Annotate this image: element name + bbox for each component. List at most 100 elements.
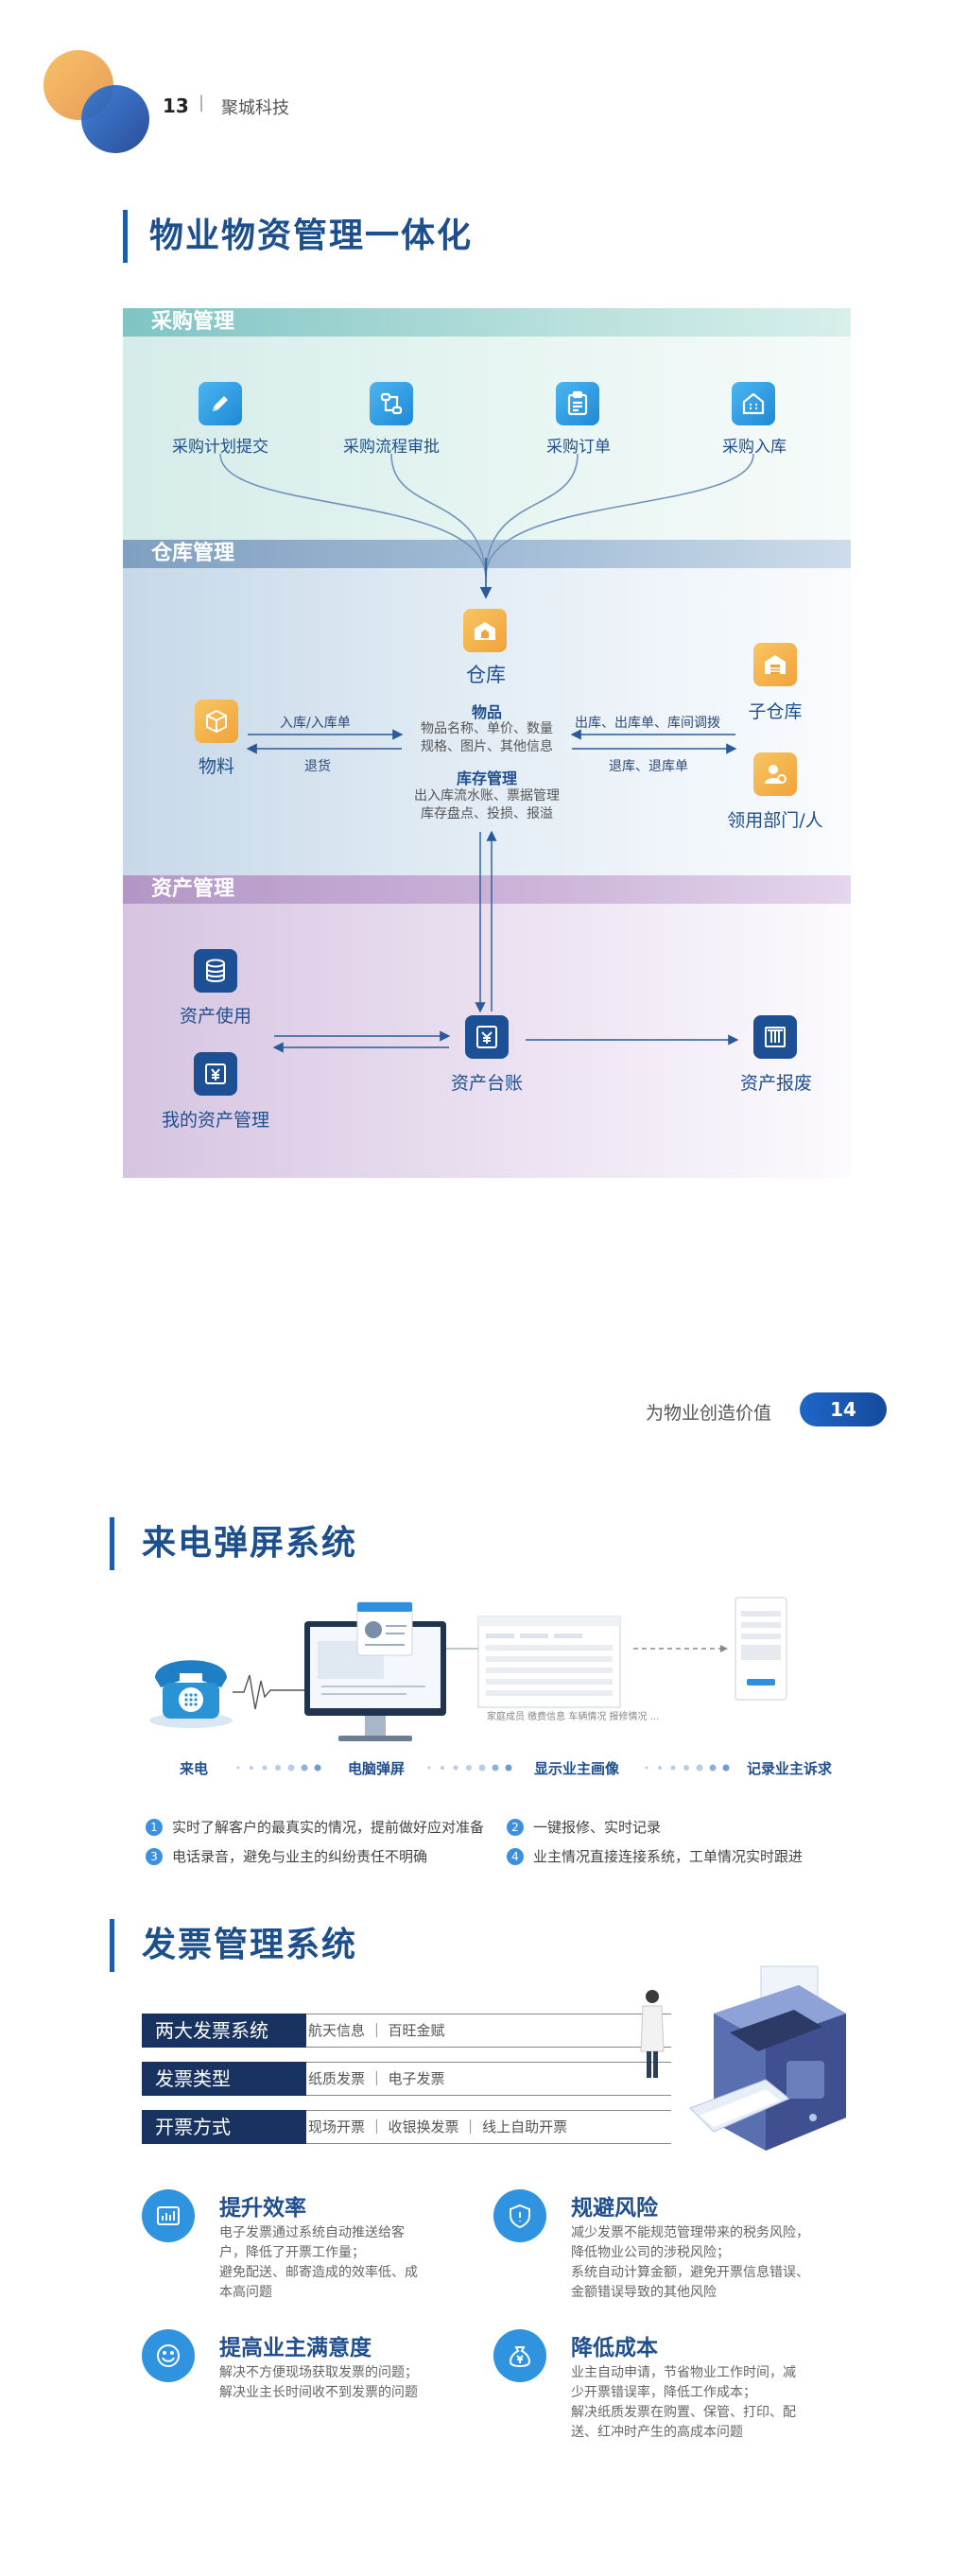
header-separator: |	[199, 93, 205, 112]
printer-icon	[689, 1965, 846, 2151]
yen-card-icon	[194, 1052, 237, 1096]
invoice-row-3	[142, 2110, 671, 2144]
node-purchase-stock-in: 采购入库	[722, 438, 786, 457]
bullet-number: 1	[146, 1818, 163, 1836]
stock-in-label: 入库/入库单	[280, 716, 351, 731]
desc-line: 本高问题	[219, 2285, 272, 2300]
desc-line: 送、红冲时产生的高成本问题	[571, 2425, 743, 2440]
item-desc-line1: 物品名称、单价、数量	[421, 721, 553, 736]
flow-icon	[370, 382, 413, 425]
asset-scrap-label: 资产报废	[739, 1073, 812, 1094]
bullet-text: 电话录音，避免与业主的纠纷责任不明确	[172, 1848, 428, 1865]
stock-mgmt-title: 库存管理	[456, 769, 517, 787]
brand-name: 聚城科技	[221, 98, 289, 118]
pencil-icon	[199, 382, 242, 425]
asset-use-label: 资产使用	[179, 1006, 251, 1027]
decor-circle-blue	[81, 85, 149, 153]
desc-line: 电子发票通过系统自动推送给客	[219, 2225, 405, 2240]
section-title-invoice: 发票管理系统	[142, 1926, 358, 1964]
invoice-row-2	[142, 2062, 671, 2096]
benefit-title-satisfaction: 提高业主满意度	[219, 2336, 372, 2360]
bullet-text: 一键报修、实时记录	[533, 1819, 662, 1836]
stock-out-label: 出库、出库单、库间调拨	[575, 716, 720, 731]
section-title-callpop: 来电弹屏系统	[142, 1524, 358, 1563]
desc-line: 解决不方便现场获取发票的问题；	[219, 2365, 418, 2380]
desc-line: 业主自动申请，节省物业工作时间，减	[571, 2365, 796, 2380]
record-request-form	[735, 1597, 787, 1701]
desc-line: 户，降低了开票工作量；	[219, 2245, 365, 2260]
ledger-icon	[465, 1015, 509, 1059]
diagram-connectors	[219, 453, 754, 1053]
item-desc-line2: 规格、图片、其他信息	[421, 739, 553, 754]
dept-person-label: 领用部门/人	[727, 810, 823, 831]
bullet-1: 1 实时了解客户的最真实的情况，提前做好应对准备	[146, 1817, 484, 1837]
invoice-row-1-label: 两大发票系统	[142, 2014, 306, 2048]
invoice-printer-illustration	[640, 1965, 846, 2151]
return-goods-label: 退货	[304, 759, 331, 774]
desc-line: 金额错误导致的其他风险	[571, 2285, 717, 2300]
desc-line: 解决纸质发票在购置、保管、打印、配	[571, 2405, 796, 2420]
title-accent-bar	[123, 210, 128, 263]
invoice-row-3-value: 现场开票 ｜ 收银换发票 ｜ 线上自助开票	[308, 2118, 568, 2135]
benefit-title-cost: 降低成本	[571, 2336, 658, 2360]
invoice-row-2-value: 纸质发票 ｜ 电子发票	[308, 2070, 445, 2087]
title-accent-bar-callpop	[110, 1517, 114, 1570]
page-number: 13	[163, 95, 189, 117]
sub-warehouse-label: 子仓库	[748, 701, 803, 722]
desc-line: 解决业主长时间收不到发票的问题	[219, 2385, 418, 2400]
callpop-illustration	[149, 1597, 787, 1741]
invoice-row-1-value: 航天信息 ｜ 百旺金赋	[308, 2022, 445, 2039]
smile-icon	[142, 2329, 195, 2382]
benefit-desc-risk: 减少发票不能规范管理带来的税务风险， 降低物业公司的涉税风险； 系统自动计算金额…	[571, 2223, 855, 2303]
database-icon	[194, 949, 237, 993]
title-accent-bar-invoice	[110, 1919, 114, 1972]
page-number-pill: 14	[800, 1392, 887, 1426]
flow-dots	[236, 1764, 730, 1772]
benefit-title-efficiency: 提升效率	[219, 2196, 306, 2221]
desc-line: 减少发票不能规范管理带来的税务风险，	[571, 2225, 809, 2240]
chart-icon	[142, 2189, 195, 2242]
my-asset-label: 我的资产管理	[161, 1110, 269, 1131]
bullet-text: 业主情况直接连接系统，工单情况实时跟进	[533, 1848, 804, 1865]
bullet-number: 2	[507, 1818, 524, 1836]
band-purchase: 采购管理	[123, 308, 851, 337]
material-label: 物料	[198, 756, 234, 777]
section-title-materials: 物业物资管理一体化	[149, 216, 474, 255]
invoice-row-2-label: 发票类型	[142, 2062, 306, 2096]
warehouse-box-icon	[463, 609, 507, 652]
band-asset: 资产管理	[123, 875, 851, 904]
owner-profile-screen	[477, 1616, 621, 1708]
bullet-2: 2 一键报修、实时记录	[507, 1817, 661, 1837]
bullet-number: 4	[507, 1847, 524, 1865]
bullet-text: 实时了解客户的最真实的情况，提前做好应对准备	[172, 1819, 485, 1836]
node-purchase-approval: 采购流程审批	[343, 438, 440, 457]
benefit-desc-cost: 业主自动申请，节省物业工作时间，减 少开票错误率，降低工作成本； 解决纸质发票在…	[571, 2363, 855, 2443]
return-stock-label: 退库、退库单	[609, 759, 688, 774]
benefit-title-risk: 规避风险	[571, 2196, 658, 2221]
bullet-3: 3 电话录音，避免与业主的纠纷责任不明确	[146, 1846, 427, 1866]
screen-caption: 家庭成员 缴费信息 车辆情况 报修情况 ...	[487, 1712, 660, 1722]
invoice-row-1	[142, 2014, 671, 2048]
stock-desc-line2: 库存盘点、投损、报溢	[421, 806, 553, 821]
clipboard-icon	[556, 382, 599, 425]
building-icon	[732, 382, 775, 425]
user-dept-icon	[753, 752, 797, 796]
money-bag-icon	[493, 2329, 546, 2382]
node-purchase-plan: 采购计划提交	[172, 438, 268, 457]
warehouse-label: 仓库	[466, 664, 506, 686]
shield-icon	[493, 2189, 546, 2242]
asset-ledger-label: 资产台账	[450, 1073, 523, 1094]
person-icon	[640, 1990, 665, 2078]
step-owner-profile: 显示业主画像	[534, 1760, 620, 1777]
desc-line: 避免配送、邮寄造成的效率低、成	[219, 2265, 418, 2280]
purchase-area	[123, 308, 851, 540]
benefit-desc-efficiency: 电子发票通过系统自动推送给客 户，降低了开票工作量； 避免配送、邮寄造成的效率低…	[219, 2223, 456, 2303]
bullet-4: 4 业主情况直接连接系统，工单情况实时跟进	[507, 1846, 803, 1866]
stock-desc-line1: 出入库流水账、票据管理	[414, 788, 560, 804]
sub-warehouse-icon	[753, 643, 797, 686]
step-screen-pop: 电脑弹屏	[348, 1760, 406, 1777]
item-title: 物品	[471, 703, 502, 721]
step-record-request: 记录业主诉求	[747, 1760, 833, 1777]
phone-icon	[149, 1660, 233, 1728]
step-incoming-call: 来电	[180, 1760, 209, 1777]
